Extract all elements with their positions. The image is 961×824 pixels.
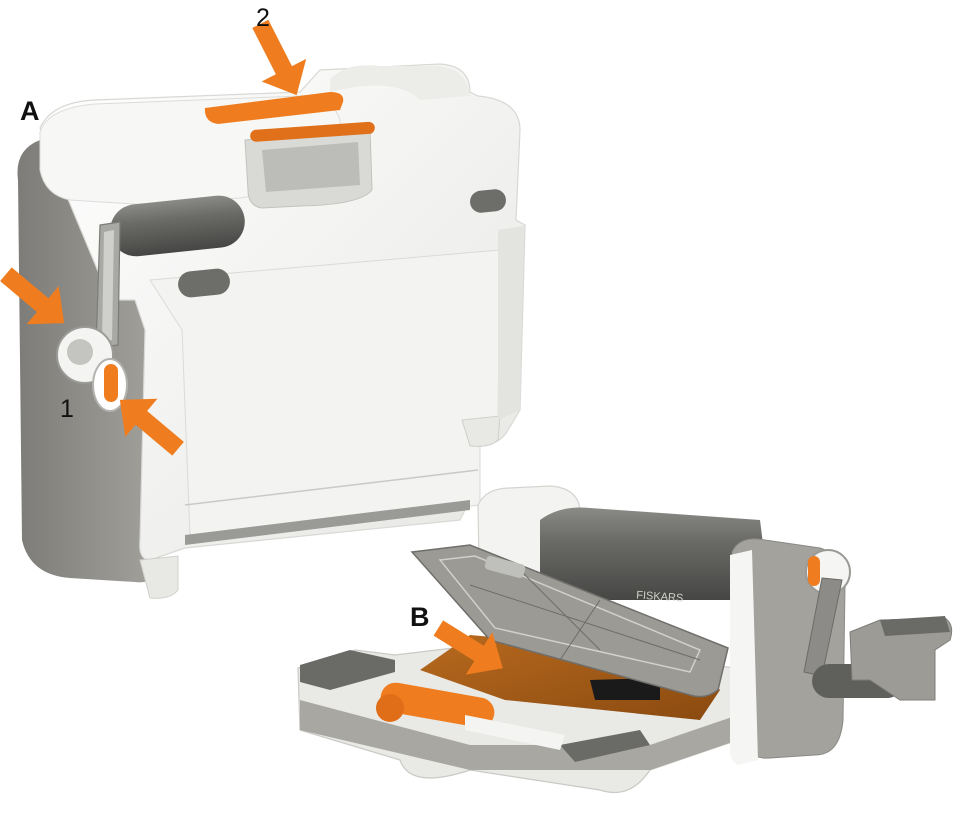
arrow-icon: [119, 398, 184, 456]
device-b-orange-knob: [808, 556, 820, 586]
device-a-crank: [56, 221, 128, 412]
arrow-icon: [0, 267, 65, 325]
device-b-roller: FISKARS: [540, 507, 770, 605]
device-a-slot-right: [470, 189, 506, 213]
callout-1: 1: [60, 395, 74, 423]
device-b-open: FISKARS: [297, 485, 953, 794]
arrow-icon: [252, 19, 307, 96]
device-a-closed: [17, 63, 526, 599]
device-a-slot-left: [178, 268, 230, 298]
device-a-roller: [110, 195, 245, 257]
device-b-orange-handle: [376, 682, 565, 750]
device-a-orange-knob: [104, 364, 118, 402]
device-b-logo: FISKARS: [636, 589, 684, 604]
device-b-open-lid: [410, 544, 729, 698]
callout-2: 2: [256, 4, 270, 32]
arrow-icon: [433, 620, 503, 675]
device-a-orange-handle: [204, 92, 344, 124]
label-view-b: B: [410, 602, 430, 632]
label-view-a: A: [20, 96, 40, 126]
